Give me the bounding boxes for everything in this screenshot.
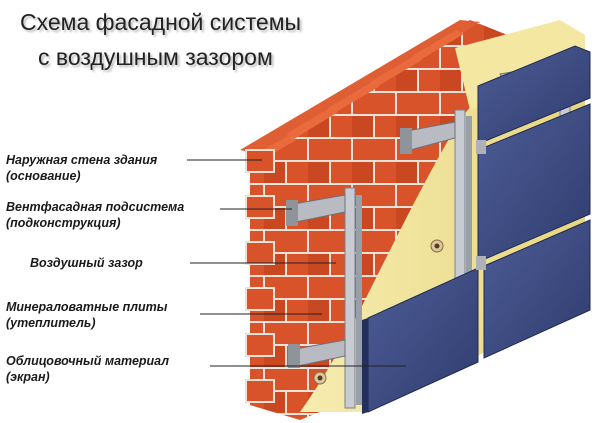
label-cladding-line2: (экран) (6, 370, 50, 384)
diagram-title-line1: Схема фасадной системы (20, 9, 302, 35)
label-subframe-line1: Вентфасадная подсистема (6, 200, 185, 214)
label-cladding: Облицовочный материал (экран) (6, 353, 169, 385)
label-outer-wall: Наружная стена здания (основание) (6, 152, 157, 184)
label-insulation-line2: (утеплитель) (6, 316, 96, 330)
label-insulation: Минераловатные плиты (утеплитель) (6, 299, 167, 331)
cladding-panels (362, 45, 591, 414)
label-subframe-line2: (подконструкция) (6, 216, 121, 230)
label-outer-wall-line2: (основание) (6, 169, 81, 183)
label-subframe: Вентфасадная подсистема (подконструкция) (6, 199, 184, 231)
label-cladding-line1: Облицовочный материал (6, 354, 170, 368)
diagram-title-line2: с воздушным зазором (38, 44, 273, 70)
label-air-gap-line1: Воздушный зазор (30, 256, 143, 270)
label-insulation-line1: Минераловатные плиты (6, 300, 168, 314)
label-air-gap: Воздушный зазор (30, 255, 143, 271)
label-outer-wall-line1: Наружная стена здания (6, 153, 158, 167)
leader-lines (187, 159, 406, 367)
